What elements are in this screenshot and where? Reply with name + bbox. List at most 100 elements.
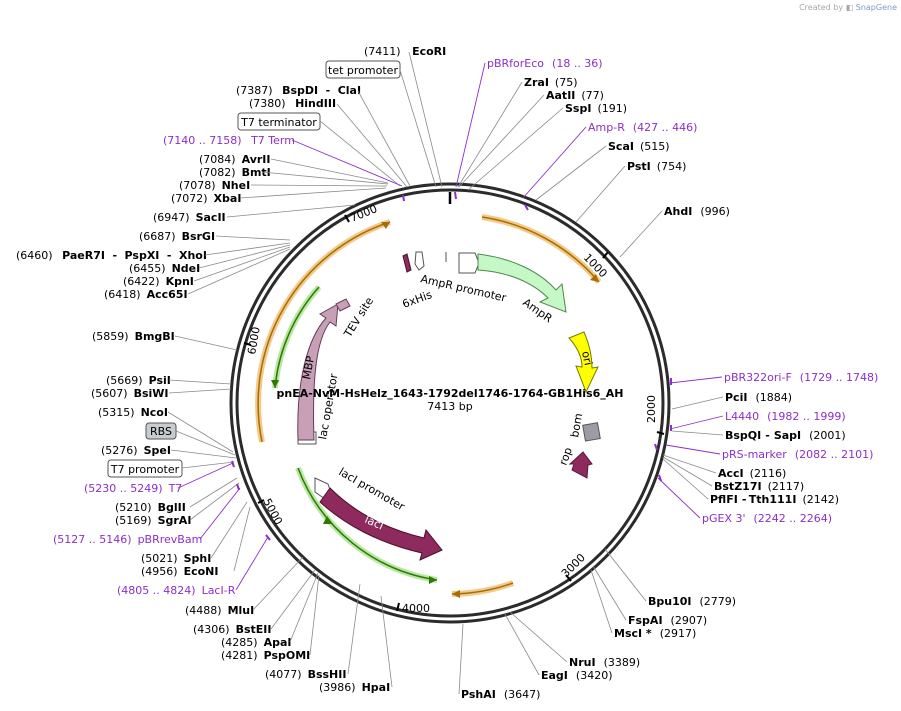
- site-label-bmgbi[interactable]: (5859)BmgBI: [92, 330, 175, 343]
- primer-label-pbr322ori-f[interactable]: pBR322ori-F(1729 .. 1748): [724, 371, 878, 384]
- arrowhead: [323, 516, 333, 524]
- 6xhis-label: 6xHis: [401, 288, 434, 311]
- site-label-ahdi[interactable]: AhdI(996): [664, 205, 730, 218]
- site-label-bmti[interactable]: (7082)BmtI: [199, 166, 271, 179]
- tick-mark: [602, 251, 609, 259]
- laci-feature[interactable]: [319, 487, 443, 561]
- ori-label: ori: [579, 350, 595, 367]
- site-label-acc65i[interactable]: (6418)Acc65I: [104, 288, 188, 301]
- ori-feature[interactable]: [568, 331, 599, 394]
- site-label-kpni[interactable]: (6422)KpnI: [123, 275, 194, 288]
- site-label-paer7i[interactable]: (6460) PaeR7I - PspXI - XhoI: [16, 249, 207, 262]
- site-label-eagi[interactable]: EagI(3420): [541, 669, 612, 682]
- tet-promoter-box[interactable]: tet promoter: [325, 60, 401, 79]
- backbone-outer-ring: [229, 182, 671, 624]
- ampr-promoter-feature[interactable]: [458, 252, 480, 274]
- site-label-bsiwi[interactable]: (5607)BsiWI: [91, 387, 169, 400]
- tick-mark: [565, 574, 572, 582]
- arrowhead: [271, 380, 279, 388]
- green-arc-left-line: [274, 286, 320, 389]
- site-label-nhei[interactable]: (7078)NheI: [179, 179, 250, 192]
- site-label-acci[interactable]: AccI(2116): [718, 467, 786, 480]
- credit-brand: SnapGene: [855, 3, 897, 12]
- site-label-mlui[interactable]: (4488)MluI: [185, 604, 254, 617]
- primer-label-pbrforeco[interactable]: pBRforEco(18 .. 36): [487, 57, 603, 70]
- site-label-avrii[interactable]: (7084)AvrII: [199, 153, 270, 166]
- site-label-psii[interactable]: (5669)PsiI: [106, 374, 171, 387]
- site-label-ndei[interactable]: (6455)NdeI: [129, 262, 200, 275]
- site-label-sphi[interactable]: (5021)SphI: [141, 552, 211, 565]
- bom-label: bom: [568, 412, 585, 438]
- tick-mark: [344, 214, 350, 223]
- primer-label-amp-r[interactable]: Amp-R(427 .. 446): [588, 121, 697, 134]
- site-label-sacii[interactable]: (6947)SacII: [153, 211, 226, 224]
- site-label-bspqi[interactable]: BspQI-SapI(2001): [725, 429, 846, 442]
- primer-label-l4440[interactable]: L4440(1982 .. 1999): [725, 410, 846, 423]
- backbone-inner-ring: [235, 188, 665, 618]
- site-label-sspi[interactable]: SspI(191): [565, 102, 627, 115]
- primer-marks: [231, 204, 672, 541]
- orange-arc-left-line: [257, 221, 391, 443]
- site-label-bsshii[interactable]: (4077)BssHII: [265, 668, 346, 681]
- orange-arc-top-right-line: [481, 216, 600, 283]
- site-label-pcii[interactable]: PciI(1884): [725, 391, 792, 404]
- right-labels: pBRforEco(18 .. 36) ZraI(75) AatII(77) S…: [461, 57, 878, 701]
- primer-label-t7-term[interactable]: (7140 .. 7158) T7 Term: [163, 134, 295, 147]
- tick-label: 4000: [402, 602, 430, 615]
- site-label-hpai[interactable]: (3986)HpaI: [319, 681, 390, 694]
- site-label-hindiii[interactable]: (7380) HindIII: [249, 97, 336, 110]
- primer-label-pbrrevbam[interactable]: (5127 .. 5146)pBRrevBam: [53, 533, 202, 546]
- svg-text:RBS: RBS: [150, 425, 172, 438]
- rop-label: rop: [557, 446, 575, 467]
- site-label-econi[interactable]: (4956)EcoNI: [141, 565, 218, 578]
- svg-text:T7 terminator: T7 terminator: [240, 116, 317, 129]
- site-label-pshai[interactable]: PshAI(3647): [461, 688, 540, 701]
- 6xhis-feature[interactable]: [402, 253, 412, 273]
- site-label-ncoi[interactable]: (5315)NcoI: [98, 406, 168, 419]
- site-label-pflfi[interactable]: PflFI-Tth111I(2142): [710, 493, 839, 506]
- site-label-psti[interactable]: PstI(754): [627, 160, 686, 173]
- site-label-sgrai[interactable]: (5169)SgrAI: [115, 514, 191, 527]
- site-label-fspai[interactable]: FspAI(2907): [628, 614, 707, 627]
- small-mark: [454, 191, 457, 200]
- plasmid-name: pnEA-NvM-HsHelz_1643-1792del1746-1764-GB…: [276, 387, 623, 400]
- site-label-scai[interactable]: ScaI(515): [608, 140, 670, 153]
- mbp-feature[interactable]: [297, 303, 339, 441]
- primer-label-t7[interactable]: (5230 .. 5249)T7: [84, 482, 182, 495]
- ampr-feature[interactable]: [477, 253, 567, 313]
- site-label-bglii[interactable]: (5210)BglII: [115, 501, 186, 514]
- site-label-bsrgi[interactable]: (6687)BsrGI: [139, 230, 215, 243]
- site-label-bspdi[interactable]: (7387) BspDI - ClaI: [236, 84, 361, 97]
- primer-label-prs-marker[interactable]: pRS-marker(2082 .. 2101): [722, 448, 873, 461]
- t7-terminator-box[interactable]: T7 terminator: [237, 112, 321, 131]
- site-label-xbai[interactable]: (7072)XbaI: [171, 192, 241, 205]
- bom-feature[interactable]: [582, 422, 601, 442]
- primer-label-pgex-3[interactable]: pGEX 3'(2242 .. 2264): [702, 512, 832, 525]
- site-label-bsteii[interactable]: (4306)BstEII: [193, 623, 271, 636]
- site-label-aatii[interactable]: AatII(77): [546, 89, 604, 102]
- t7-promoter-box[interactable]: T7 promoter: [107, 459, 183, 478]
- snapgene-logo-icon: ◧: [845, 3, 854, 12]
- tick-mark: [396, 602, 400, 612]
- site-label-zrai[interactable]: ZraI(75): [524, 76, 578, 89]
- snapgene-credit: Created by ◧ SnapGene: [799, 3, 897, 12]
- site-label-bpu10i[interactable]: Bpu10I(2779): [648, 595, 736, 608]
- tick-label: 5000: [260, 496, 285, 527]
- site-label-msci[interactable]: MscI *(2917): [614, 627, 696, 640]
- site-label-spei[interactable]: (5276)SpeI: [101, 444, 171, 457]
- tev-site-feature[interactable]: [335, 298, 351, 312]
- green-arc-bottom-line: [297, 467, 438, 581]
- site-label-ecori[interactable]: (7411) EcoRI: [364, 45, 446, 58]
- svg-text:T7 promoter: T7 promoter: [110, 463, 180, 476]
- lac-operator-label: lac operator: [316, 372, 340, 440]
- site-label-nrui[interactable]: NruI(3389): [569, 656, 640, 669]
- site-label-bstz17i[interactable]: BstZ17I(2117): [714, 480, 804, 493]
- primer-label-laci-r[interactable]: (4805 .. 4824)LacI-R: [117, 584, 236, 597]
- rop-feature[interactable]: [568, 451, 593, 479]
- tick-label: 6000: [245, 326, 263, 356]
- site-label-apai[interactable]: (4285)ApaI: [221, 636, 291, 649]
- site-label-pspomi[interactable]: (4281)PspOMI: [221, 649, 310, 662]
- rbs-box[interactable]: RBS: [145, 422, 177, 440]
- tick-mark: [257, 499, 265, 504]
